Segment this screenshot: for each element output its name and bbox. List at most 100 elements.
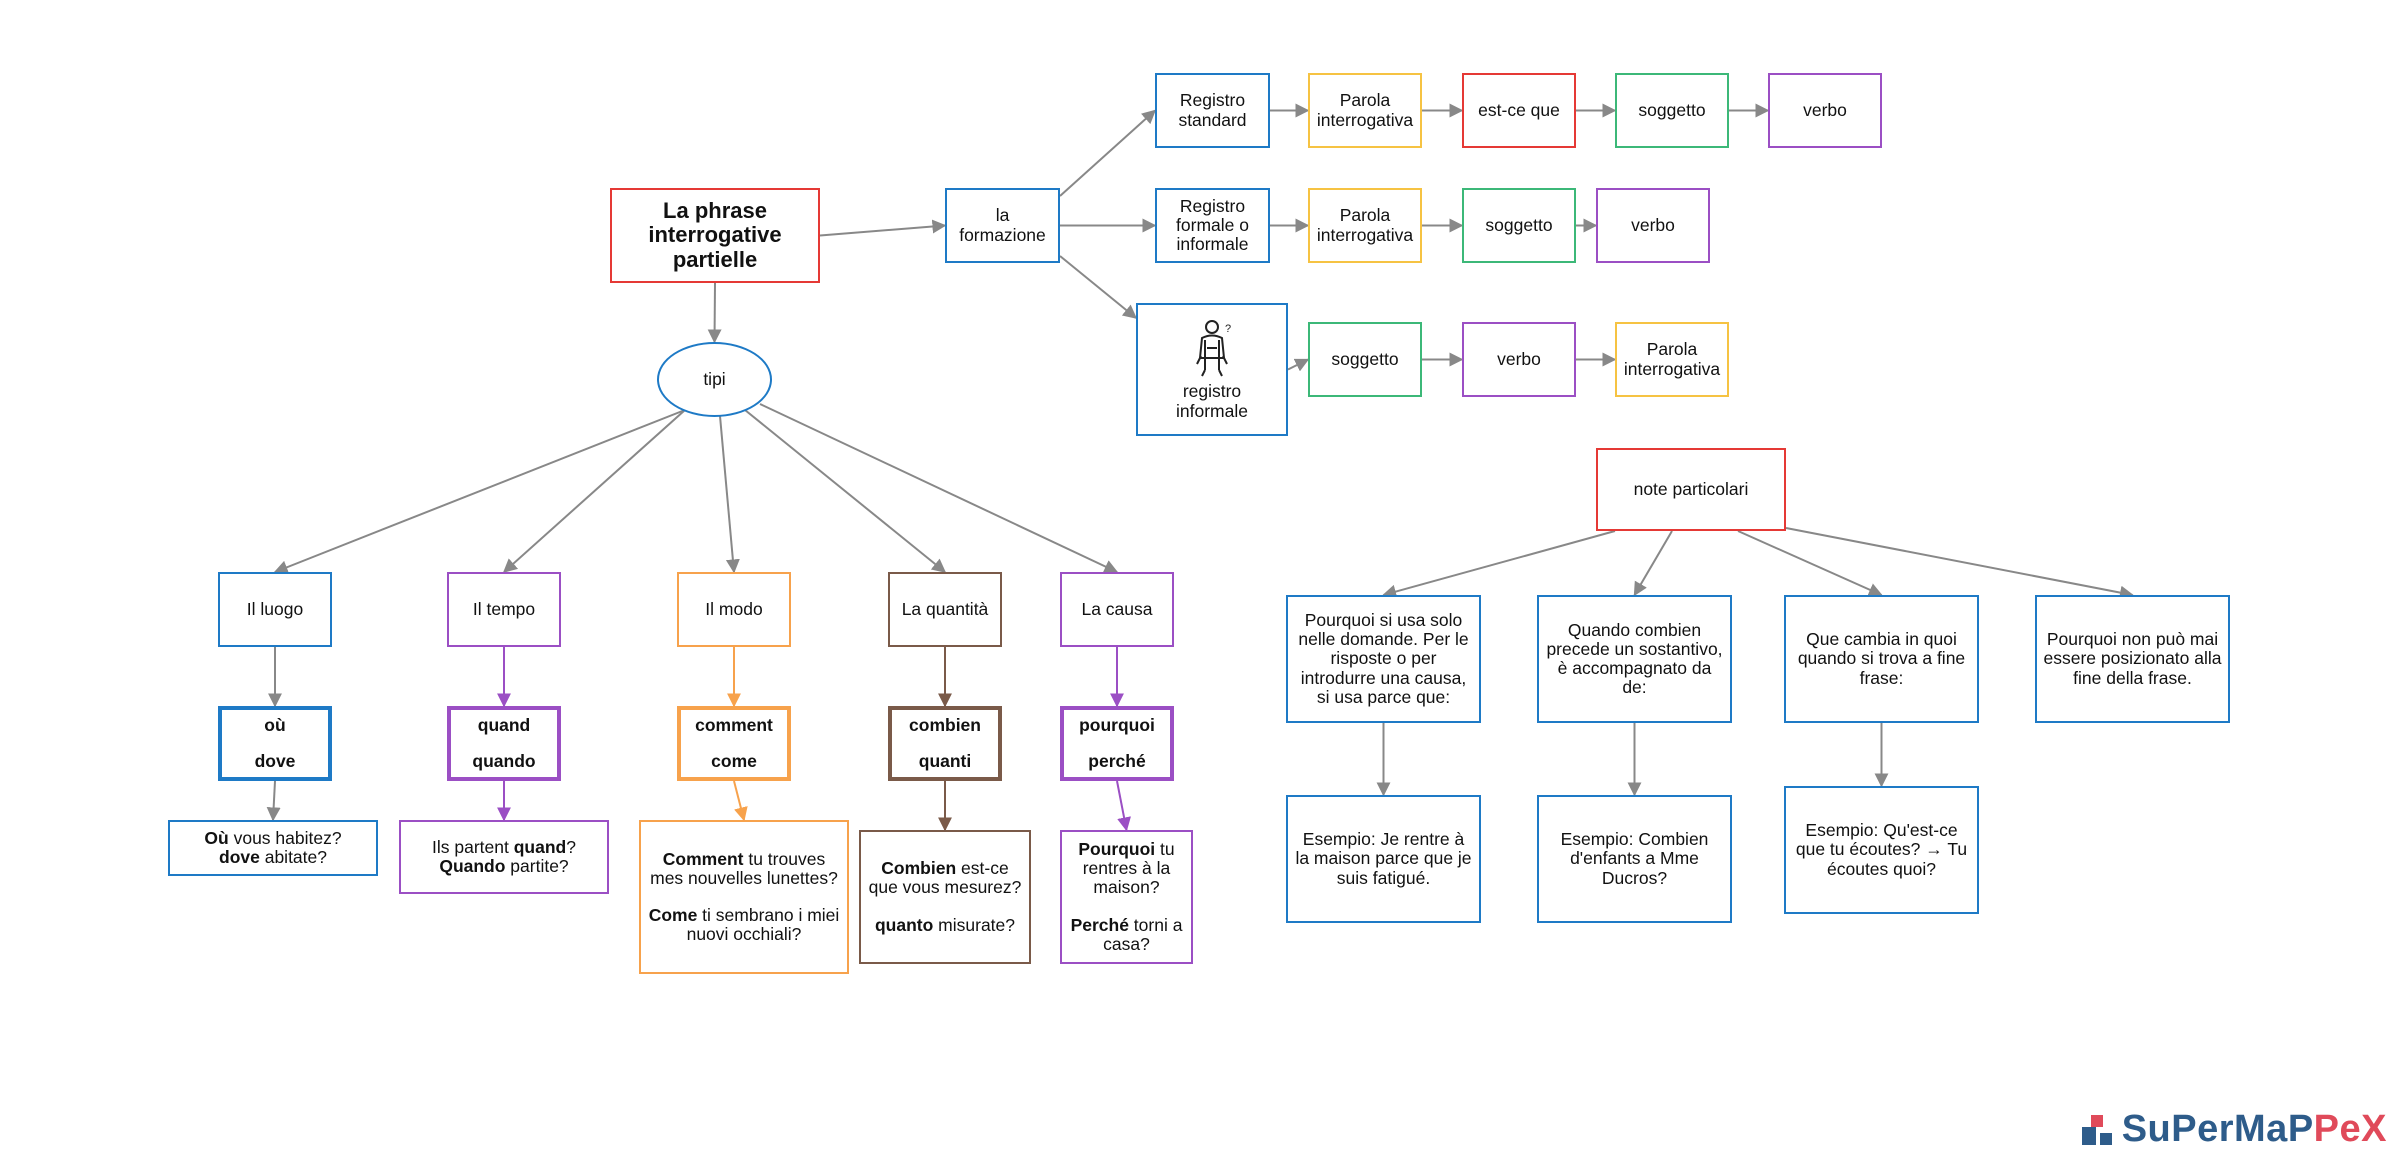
connector-arrow (1287, 358, 1310, 372)
example-keyword: Pourquoi (1078, 838, 1156, 859)
node-text-line: Ducros? (1601, 867, 1668, 888)
node-text-line: Registro (1179, 195, 1246, 216)
chain-node-standard-1[interactable]: est-ce que (1462, 73, 1576, 148)
chain-node-informale-1[interactable]: verbo (1462, 322, 1576, 397)
example-line: nuovi occhiali? (687, 925, 802, 944)
example-line: dove abitate? (219, 847, 327, 867)
example-keyword: Combien (881, 858, 957, 879)
note-particolari-node[interactable]: note particolari (1596, 448, 1786, 531)
example-line: Quando partite? (439, 856, 568, 876)
example-text: maison? (1093, 877, 1160, 898)
type-node-3[interactable]: La quantità (888, 572, 1002, 647)
node-text-line: nelle domande. Per le (1298, 629, 1469, 650)
example-line: maison? (1093, 878, 1159, 897)
node-text-line: Esempio: Combien (1560, 829, 1709, 850)
example-keyword: Comment (662, 848, 744, 869)
node-text-line: interrogativa (1316, 224, 1414, 245)
example-text: tu (1155, 838, 1175, 859)
connector-arrow (266, 780, 281, 822)
node-text-line: Que cambia in quoi (1806, 629, 1957, 650)
connector-arrow (1059, 109, 1157, 197)
node-text-line: è accompagnato da (1557, 658, 1712, 678)
example-text: nuovi occhiali? (686, 924, 802, 945)
chain-node-formale-2[interactable]: verbo (1596, 188, 1710, 263)
type-label: La causa (1081, 598, 1153, 619)
node-text-line: partielle (672, 246, 758, 272)
connector-arrow (1059, 255, 1138, 319)
node-text-line: interrogative (648, 222, 782, 248)
node-text-line: où (264, 715, 286, 736)
connector-arrow (744, 409, 947, 573)
example-keyword: Quando (439, 856, 506, 876)
chain-node-standard-2[interactable]: soggetto (1615, 73, 1729, 148)
node-text-line: comment (695, 715, 773, 736)
node-text-line: fine della frase. (2073, 667, 2192, 688)
type-node-1[interactable]: Il tempo (447, 572, 561, 647)
node-text-line: est-ce que (1478, 99, 1560, 120)
tipi-node[interactable]: tipi (657, 342, 772, 417)
node-text-line: verbo (1497, 348, 1541, 369)
node-text-line: perché (1088, 750, 1146, 771)
example-line: quanto misurate? (874, 914, 1016, 935)
example-line: Pourquoi tu (1078, 838, 1175, 859)
node-text-line: dove (254, 750, 296, 771)
type-node-0[interactable]: Il luogo (218, 572, 332, 647)
example-keyword: Come (648, 905, 698, 925)
chain-node-standard-3[interactable]: verbo (1768, 73, 1882, 148)
example-node-0[interactable]: Où vous habitez?dove abitate? (168, 820, 378, 876)
type-label: La quantità (901, 598, 989, 619)
person-with-question-icon: ? (1196, 320, 1231, 377)
connector-arrow (1785, 527, 2134, 600)
example-line: Où vous habitez? (204, 827, 342, 848)
example-keyword: Perché (1070, 914, 1129, 935)
logo-text-part-2: PeX (2313, 1107, 2387, 1150)
example-node-1[interactable]: Ils partent quand?Quando partite? (399, 820, 609, 894)
type-node-4[interactable]: La causa (1060, 572, 1174, 647)
example-text: misurate? (933, 914, 1016, 935)
type-label: Il tempo (472, 598, 536, 619)
node-text-line: Pourquoi si usa solo (1304, 609, 1463, 630)
chain-node-informale-0[interactable]: soggetto (1308, 322, 1422, 397)
example-line: Come ti sembrano i miei (648, 905, 840, 925)
question-words-node-0[interactable]: où dove (218, 706, 332, 781)
connector-arrow (719, 415, 740, 574)
chain-node-formale-1[interactable]: soggetto (1462, 188, 1576, 263)
type-node-2[interactable]: Il modo (677, 572, 791, 647)
type-label: Il modo (705, 598, 763, 619)
example-keyword: quanto (874, 914, 934, 935)
example-text: vous habitez? (228, 827, 342, 848)
connector-arrow (1382, 530, 1616, 599)
connector-arrow (819, 219, 947, 237)
node-text-line: suis fatigué. (1336, 867, 1431, 888)
node-text-line: quand (477, 715, 531, 736)
node-text-line: Esempio: Qu'est-ce (1805, 820, 1958, 841)
example-keyword: dove (219, 847, 260, 867)
example-text: est-ce (956, 858, 1009, 879)
logo-text: SuPerMaPPeX (2122, 1108, 2387, 1151)
svg-text:?: ? (1225, 323, 1231, 335)
example-text: casa? (1103, 933, 1150, 954)
